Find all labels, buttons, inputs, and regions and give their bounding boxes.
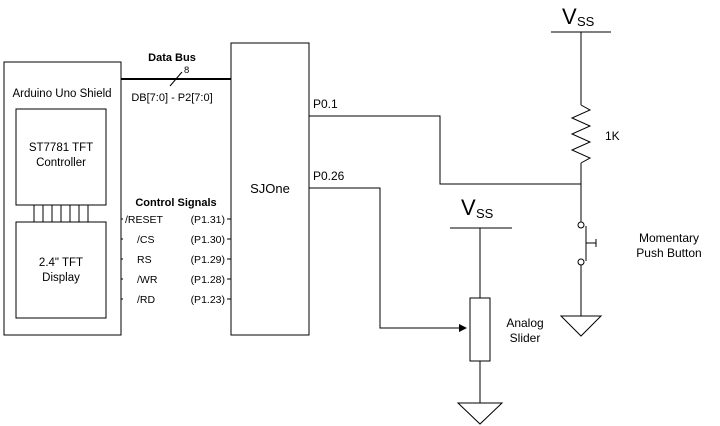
svg-text:V: V [562, 4, 577, 29]
signal-pin: (P1.31) [191, 214, 225, 226]
shield-title: Arduino Uno Shield [12, 88, 111, 100]
tft-display-label-line2: Display [42, 272, 80, 284]
sjone-label: SJOne [250, 181, 290, 196]
p026-wire [309, 187, 464, 329]
signal-pin: (P1.28) [191, 274, 225, 286]
signal-name: /WR [137, 274, 158, 286]
control-signal-labels: /RESET (P1.31) /CS (P1.30) RS (P1.29) /W… [123, 212, 227, 306]
signal-name: RS [137, 254, 152, 266]
data-bus-title: Data Bus [148, 52, 196, 64]
ground-icon [456, 402, 504, 425]
data-bus-width: 8 [184, 65, 189, 76]
controller-display-connector [33, 204, 89, 223]
pin-p026-label: P0.26 [313, 169, 345, 183]
pin-p01-label: P0.1 [313, 97, 338, 111]
analog-slider-body [469, 297, 491, 362]
p01-wire [309, 115, 581, 185]
slider-wiper-arrow [459, 324, 467, 332]
svg-text:SS: SS [577, 14, 595, 29]
analog-slider-label-line1: Analog [506, 316, 543, 330]
svg-text:SS: SS [476, 206, 494, 221]
arduino-shield-box [3, 61, 122, 336]
signal-name: /RESET [125, 214, 164, 226]
svg-text:V: V [461, 195, 476, 220]
tft-controller-label-line2: Controller [36, 157, 86, 169]
signal-pin: (P1.30) [191, 234, 225, 246]
push-button-label-line1: Momentary [639, 231, 699, 245]
ground-icon [559, 315, 603, 337]
push-button-label-line2: Push Button [636, 246, 701, 260]
control-signals-title: Control Signals [135, 197, 216, 209]
signal-name: /RD [137, 294, 156, 306]
resistor-1k-symbol [570, 104, 592, 164]
data-bus-slash [169, 71, 183, 87]
data-bus-mapping: DB[7:0] - P2[7:0] [131, 92, 212, 104]
signal-pin: (P1.29) [191, 254, 225, 266]
analog-slider-label-line2: Slider [510, 331, 541, 345]
tft-display-box [15, 221, 107, 319]
resistor-value-label: 1K [605, 129, 620, 143]
sjone-box [230, 42, 310, 336]
vss-slider-label: V SS [461, 195, 494, 221]
signal-name: /CS [137, 234, 155, 246]
vss-top-label: V SS [562, 4, 595, 29]
push-button-symbol [577, 221, 597, 266]
tft-controller-label-line1: ST7781 TFT [29, 142, 93, 154]
tft-display-label-line1: 2.4" TFT [39, 257, 83, 269]
signal-pin: (P1.23) [191, 294, 225, 306]
